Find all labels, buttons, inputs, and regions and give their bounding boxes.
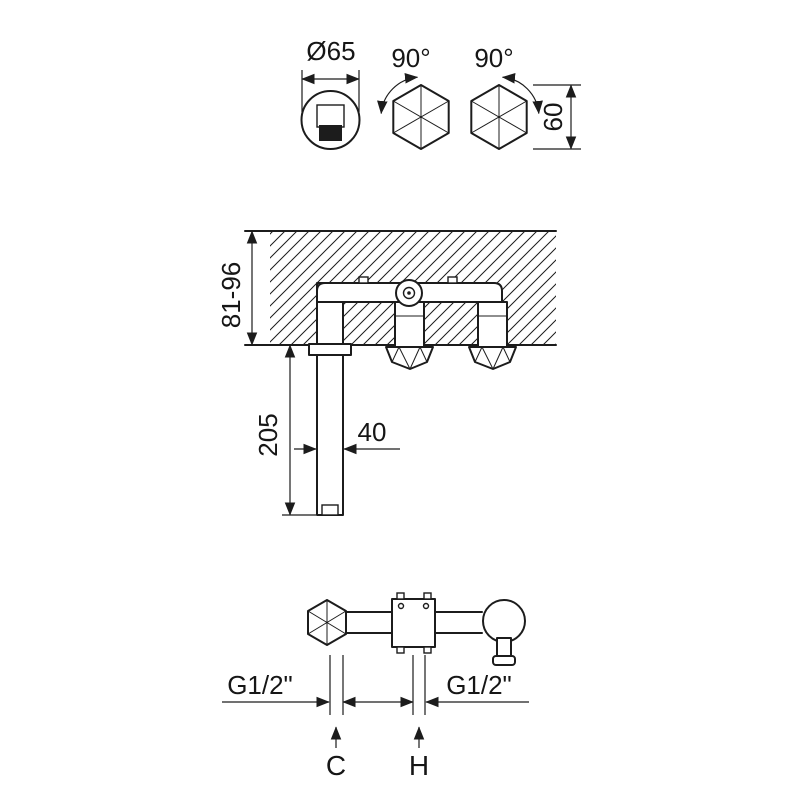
spout-stub-cap [492,655,516,666]
cap-facet [409,346,421,370]
dim-handle-height: 60 [533,84,581,150]
fixing-lug [447,276,458,284]
block-lug [423,646,432,654]
bottom-view [307,592,526,666]
cap-facet [398,346,411,370]
cap-facet [481,346,494,370]
rotation-arrow-left-icon [377,73,419,115]
block-screw [397,602,405,610]
dim-wall-depth: 81-96 [216,230,258,346]
handle-facet [393,100,449,134]
right-rotation-label: 90° [474,43,513,73]
handle-facet [471,100,527,134]
spout-aerator [321,504,339,516]
screw-center [407,291,411,295]
spout-end-view: Ø65 [300,36,361,150]
spout-length-label: 205 [253,413,283,456]
front-view: 81-96 205 40 [216,230,557,516]
block-lug [396,646,405,654]
handle-height-label: 60 [538,103,568,132]
cap-facet [502,346,511,363]
dim-spout-length: 205 [253,344,316,516]
spout-tube [316,354,344,516]
valve-body-center [394,301,425,348]
block-lug [423,592,432,600]
wall-depth-label: 81-96 [216,262,246,329]
cold-inlet-label: C [326,750,346,781]
left-thread-label: G1/2" [227,670,293,700]
right-thread-label: G1/2" [446,670,512,700]
spout-flange [308,343,352,356]
spout-outlet-housing [316,104,345,128]
hot-inlet-label: H [409,750,429,781]
spout-diameter-label: Ø65 [306,36,355,66]
handle-cap-right [468,346,517,370]
cap-facet [419,346,428,363]
spout-aerator-opening [319,125,342,141]
cap-facet [492,346,504,370]
fixing-lug [358,276,369,284]
top-view: Ø65 90° 90° 60 [300,36,581,150]
mixer-body [308,276,517,516]
valve-body-right [477,301,508,348]
handle-cap-center [385,346,434,370]
left-rotation-label: 90° [391,43,430,73]
block-screw [422,602,430,610]
spout-elbow-circle [482,599,526,643]
spout-width-label: 40 [358,417,387,447]
right-handle-view: 90° [470,43,543,150]
cap-facet [474,346,483,363]
left-handle-view: 90° [377,43,450,150]
block-lug [396,592,405,600]
rotation-arrow-right-icon [501,73,543,115]
dim-connections: G1/2" G1/2" C H [222,655,529,781]
dim-spout-width: 40 [294,417,400,455]
cap-facet [391,346,400,363]
